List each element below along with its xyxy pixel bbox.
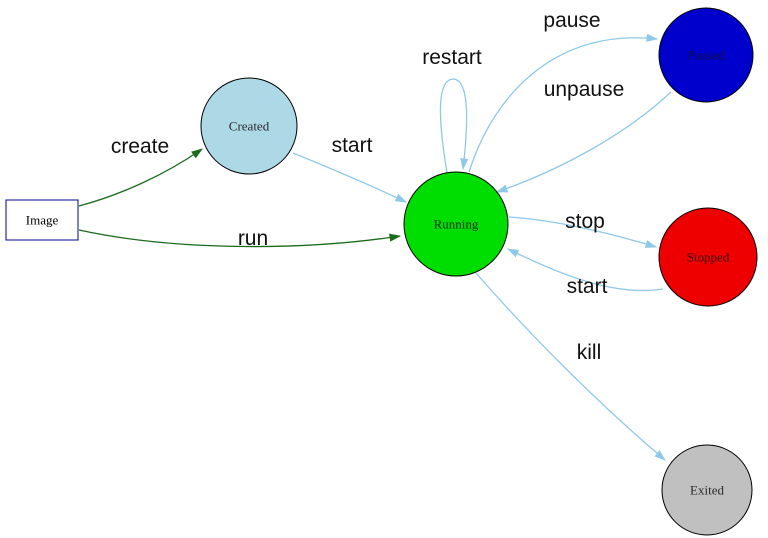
edge-label-unpause: unpause — [544, 78, 625, 101]
node-stopped: Stopped — [658, 207, 758, 307]
node-shape-paused — [658, 7, 754, 103]
node-shape-image — [5, 199, 79, 241]
node-label-created: Created — [229, 119, 270, 134]
edge-label-kill: kill — [577, 341, 602, 364]
node-running: Running — [403, 171, 509, 277]
node-label-image: Image — [26, 213, 59, 228]
edge-label-run: run — [238, 227, 268, 250]
node-image: Image — [5, 199, 79, 241]
node-created: Created — [200, 77, 298, 175]
node-label-running: Running — [434, 217, 479, 232]
node-exited: Exited — [661, 444, 753, 536]
node-label-stopped: Stopped — [687, 250, 730, 265]
edge-label-create: create — [111, 135, 169, 158]
node-label-exited: Exited — [690, 483, 724, 498]
node-shape-created — [200, 77, 298, 175]
edge-create — [78, 148, 203, 207]
edge-start-stopped-running — [506, 248, 664, 292]
node-shape-stopped — [658, 207, 758, 307]
edge-start-created-running — [292, 152, 408, 203]
edge-label-restart: restart — [422, 46, 482, 69]
edge-restart — [439, 78, 469, 174]
edge-run — [78, 229, 402, 248]
node-paused: Paused — [658, 7, 754, 103]
edge-kill — [475, 272, 666, 461]
edge-pause — [468, 33, 659, 173]
edge-stop — [508, 216, 658, 248]
edge-label-start-created-running: start — [332, 134, 373, 157]
edge-label-stop: stop — [565, 210, 605, 233]
node-shape-exited — [661, 444, 753, 536]
edge-label-pause: pause — [543, 9, 600, 32]
node-shape-running — [403, 171, 509, 277]
node-label-paused: Paused — [688, 48, 725, 63]
edge-label-start-stopped-running: start — [567, 275, 608, 298]
edge-unpause — [495, 91, 672, 193]
